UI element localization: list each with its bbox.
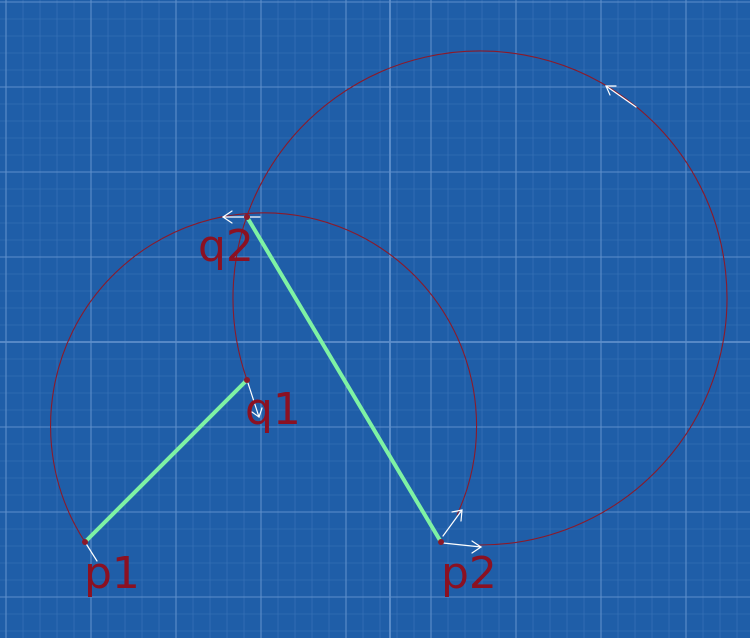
arrow-q2-icon <box>221 210 261 224</box>
point-q1[interactable] <box>244 377 250 383</box>
segment-p1-q1 <box>83 378 249 544</box>
point-p1[interactable] <box>82 539 88 545</box>
arrow-p2-up-icon <box>442 509 463 537</box>
label-q1: q1 <box>245 384 301 435</box>
label-p2: p2 <box>441 548 497 599</box>
arrow-top-right-icon <box>605 85 637 108</box>
label-p1: p1 <box>84 548 140 599</box>
segment-q2-p2 <box>245 215 443 544</box>
point-p2[interactable] <box>438 539 444 545</box>
arc-q1-to-p2 <box>232 50 728 546</box>
arrow-p2-right-icon <box>442 540 483 554</box>
arrow-q1-icon <box>246 379 263 418</box>
arrow-p1-icon <box>84 541 98 562</box>
label-q2: q2 <box>198 221 254 272</box>
point-q2[interactable] <box>244 214 250 220</box>
